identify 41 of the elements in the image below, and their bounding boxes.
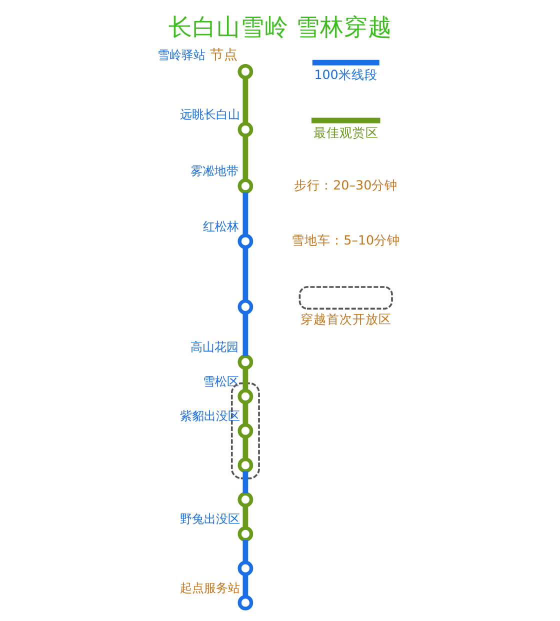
connector <box>242 574 248 596</box>
legend-label: 穿越首次开放区 <box>300 311 392 326</box>
connector <box>242 192 248 236</box>
node-label: 节点 <box>210 47 238 63</box>
connector <box>242 136 248 180</box>
connector <box>242 402 248 425</box>
node-circle <box>237 458 253 473</box>
connector <box>242 506 248 528</box>
node-circle <box>237 526 253 542</box>
node-label: 雪岭驿站 <box>157 48 206 62</box>
node-label: 野兔出没区 <box>179 512 240 526</box>
node-label: 雾凇地带 <box>190 164 238 178</box>
node-circle <box>237 595 253 610</box>
connector <box>242 368 248 390</box>
connector <box>242 247 248 301</box>
node-circle <box>237 560 253 576</box>
node-circle <box>237 234 253 249</box>
node-label: 雪松区 <box>202 374 238 388</box>
connector <box>242 471 248 494</box>
node-circle <box>237 64 253 80</box>
connector <box>242 313 248 356</box>
node-label: 紫貂出没区 <box>179 408 240 423</box>
node-circle <box>237 354 253 370</box>
node-label: 远眺长白山 <box>179 108 240 122</box>
node-circle <box>237 299 253 315</box>
label: 步行：20–30分钟 <box>294 177 398 192</box>
node-label: 高山花园 <box>190 340 238 354</box>
legend-label: 最佳观赏区 <box>312 124 378 140</box>
diagram-title: 长白山雪岭 雪林穿越 <box>168 12 392 41</box>
node-circle <box>237 388 253 404</box>
label: 雪地车：5–10分钟 <box>291 232 400 248</box>
node-label: 红松林 <box>202 219 238 234</box>
legend-label: 100米线段 <box>314 67 377 82</box>
node-circle <box>237 492 253 508</box>
node-circle <box>237 178 253 194</box>
node-circle <box>237 122 253 138</box>
connector <box>242 540 248 562</box>
connector <box>242 78 248 124</box>
node-circle <box>237 423 253 439</box>
connector <box>242 436 248 459</box>
node-label: 起点服务站 <box>179 580 240 595</box>
